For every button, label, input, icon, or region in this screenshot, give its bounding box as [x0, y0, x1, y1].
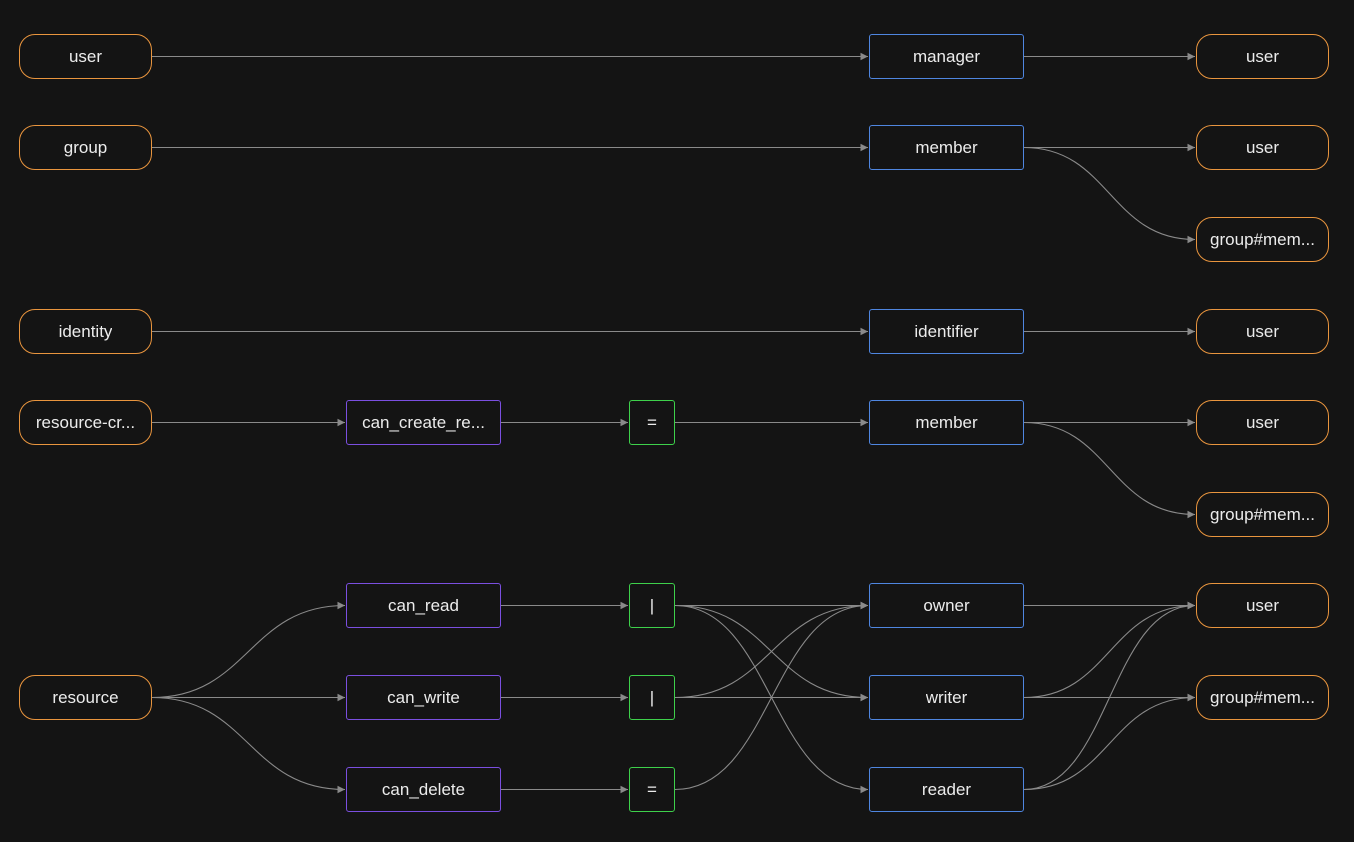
type-node-identifier-user[interactable]: user [1196, 309, 1329, 354]
permission-node-can-delete[interactable]: can_delete [346, 767, 501, 812]
type-node-res-gm[interactable]: group#mem... [1196, 675, 1329, 720]
node-label: member [915, 412, 978, 432]
relation-node-reader[interactable]: reader [869, 767, 1024, 812]
node-label: owner [923, 595, 970, 615]
node-label: user [68, 46, 103, 66]
type-node-manager-user[interactable]: user [1196, 34, 1329, 79]
edge-writer-to-res_user [1023, 601, 1196, 699]
edge-group_member-to-group_member_gm [1023, 146, 1196, 244]
operator-node-op-or2[interactable]: | [629, 675, 675, 720]
node-label: group#mem... [1210, 229, 1315, 249]
node-label: resource [52, 687, 119, 707]
node-label: = [647, 412, 657, 432]
type-node-rc-member-gm[interactable]: group#mem... [1196, 492, 1329, 537]
edge-op_or2-to-owner [674, 601, 869, 699]
operator-node-op-eq2[interactable]: = [629, 767, 675, 812]
node-label: identity [58, 321, 113, 341]
node-label: user [1245, 137, 1280, 157]
node-label: = [647, 779, 657, 799]
relation-node-identifier[interactable]: identifier [869, 309, 1024, 354]
type-node-rc-type[interactable]: resource-cr... [19, 400, 152, 445]
node-label: user [1245, 595, 1280, 615]
relation-node-writer[interactable]: writer [869, 675, 1024, 720]
permission-node-can-read[interactable]: can_read [346, 583, 501, 628]
permission-node-can-create[interactable]: can_create_re... [346, 400, 501, 445]
node-label: user [1245, 321, 1280, 341]
node-label: user [1245, 412, 1280, 432]
type-node-identity-type[interactable]: identity [19, 309, 152, 354]
edge-resource_type-to-can_delete [151, 696, 346, 794]
node-label: | [649, 687, 655, 707]
edge-reader-to-res_gm [1023, 693, 1196, 791]
edge-rc_member-to-rc_member_gm [1023, 421, 1196, 519]
node-label: group#mem... [1210, 687, 1315, 707]
node-label: can_read [388, 595, 459, 615]
operator-node-op-eq1[interactable]: = [629, 400, 675, 445]
relation-node-rc-member[interactable]: member [869, 400, 1024, 445]
node-label: member [915, 137, 978, 157]
edge-op_eq2-to-owner [674, 601, 869, 791]
type-node-rc-member-user[interactable]: user [1196, 400, 1329, 445]
permission-node-can-write[interactable]: can_write [346, 675, 501, 720]
node-label: | [649, 595, 655, 615]
node-label: group [63, 137, 108, 157]
type-node-group-member-user[interactable]: user [1196, 125, 1329, 170]
node-label: can_write [387, 687, 460, 707]
type-node-user-type[interactable]: user [19, 34, 152, 79]
edge-reader-to-res_user [1023, 601, 1196, 791]
relation-node-manager[interactable]: manager [869, 34, 1024, 79]
node-label: group#mem... [1210, 504, 1315, 524]
operator-node-op-or1[interactable]: | [629, 583, 675, 628]
node-label: resource-cr... [35, 412, 136, 432]
node-label: can_delete [381, 779, 466, 799]
node-label: manager [912, 46, 981, 66]
edge-resource_type-to-can_read [151, 601, 346, 699]
relation-node-group-member[interactable]: member [869, 125, 1024, 170]
type-node-group-type[interactable]: group [19, 125, 152, 170]
type-node-group-member-gm[interactable]: group#mem... [1196, 217, 1329, 262]
node-label: user [1245, 46, 1280, 66]
relation-node-owner[interactable]: owner [869, 583, 1024, 628]
node-label: identifier [914, 321, 979, 341]
type-node-res-user[interactable]: user [1196, 583, 1329, 628]
type-node-resource-type[interactable]: resource [19, 675, 152, 720]
node-label: reader [921, 779, 972, 799]
node-label: writer [925, 687, 968, 707]
node-label: can_create_re... [362, 412, 485, 432]
